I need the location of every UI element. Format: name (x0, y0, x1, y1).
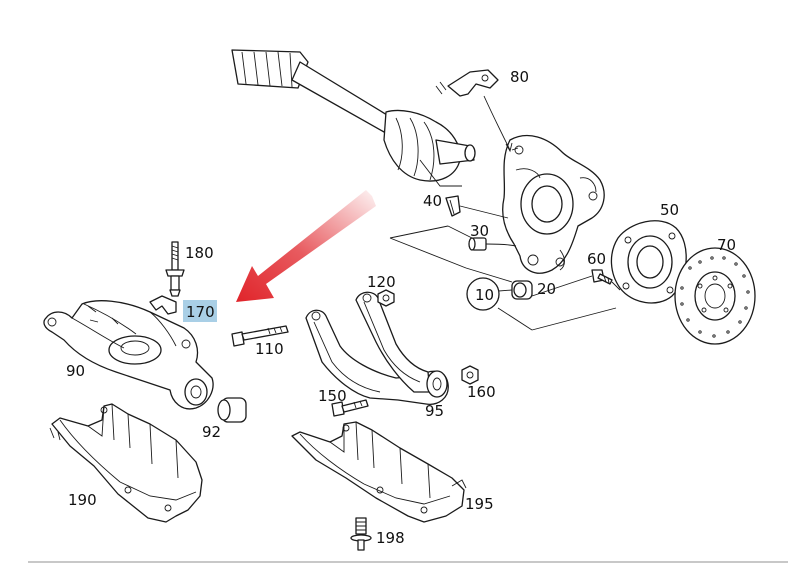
clip-198 (350, 517, 372, 551)
underbody-cover-195 (291, 421, 467, 523)
bolt-60 (591, 269, 613, 285)
callout-190[interactable]: 190 (68, 491, 97, 509)
nut-160 (461, 365, 479, 385)
nut-120 (377, 289, 395, 307)
callout-90[interactable]: 90 (66, 362, 85, 380)
bolt-180 (165, 241, 185, 297)
callout-170[interactable]: 170 (186, 303, 215, 321)
callout-95[interactable]: 95 (425, 402, 444, 420)
bushing-92 (217, 397, 247, 423)
callout-40[interactable]: 40 (423, 192, 442, 210)
callout-30[interactable]: 30 (470, 222, 489, 240)
bushing-20 (511, 280, 533, 300)
highlight-170-box (183, 300, 217, 322)
brake-disc-70 (674, 247, 756, 345)
callout-80[interactable]: 80 (510, 68, 529, 86)
callout-195[interactable]: 195 (465, 495, 494, 513)
red-pointer-arrow (236, 190, 376, 302)
hub-bearing-50 (610, 220, 687, 304)
callout-150[interactable]: 150 (318, 387, 347, 405)
lower-control-arm-90 (43, 300, 214, 410)
assembly-axis-lines (389, 225, 621, 331)
wheel-carrier (502, 135, 605, 274)
callout-120[interactable]: 120 (367, 273, 396, 291)
bottom-divider (28, 561, 788, 563)
callout-70[interactable]: 70 (717, 236, 736, 254)
bracket-40 (445, 195, 509, 219)
clip-170 (149, 295, 177, 315)
bolt-150 (331, 399, 369, 417)
underbody-cover-190 (49, 403, 203, 523)
drive-shaft (231, 49, 476, 187)
callout-198[interactable]: 198 (376, 529, 405, 547)
callout-10[interactable]: 10 (475, 286, 494, 304)
callout-92[interactable]: 92 (202, 423, 221, 441)
callout-110[interactable]: 110 (255, 340, 284, 358)
bracket-80 (435, 69, 513, 153)
callout-50[interactable]: 50 (660, 201, 679, 219)
callout-60[interactable]: 60 (587, 250, 606, 268)
control-arm-95 (305, 291, 449, 405)
callout-labels: 10 20 30 40 50 60 70 80 90 92 95 110 120… (66, 68, 736, 547)
callout-160[interactable]: 160 (467, 383, 496, 401)
callout-10-ring (466, 277, 500, 311)
bolt-110 (231, 325, 289, 347)
callout-20[interactable]: 20 (537, 280, 556, 298)
callout-180[interactable]: 180 (185, 244, 214, 262)
bushing-30 (468, 237, 517, 251)
